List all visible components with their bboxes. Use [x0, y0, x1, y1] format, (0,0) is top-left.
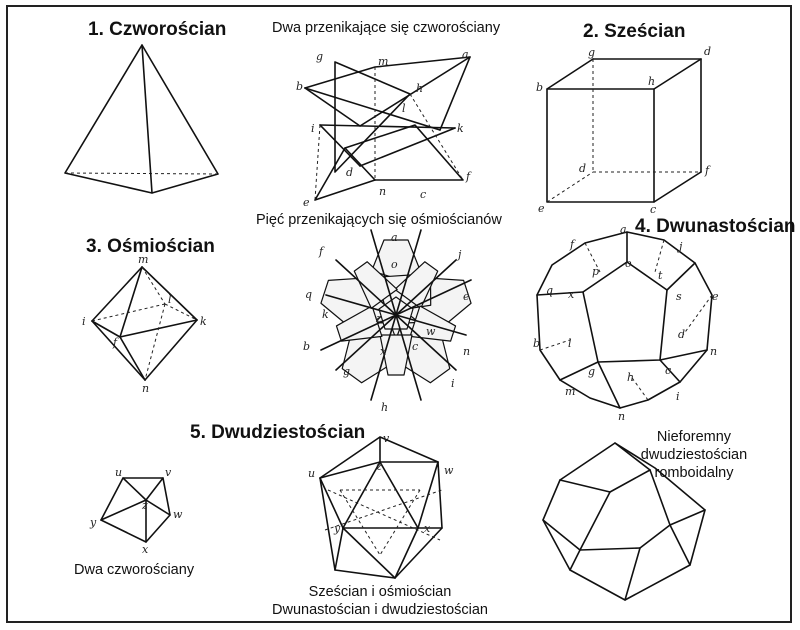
dodeca-vertex-x: x: [568, 288, 575, 301]
cube-vertex-g: g: [588, 46, 595, 59]
dodeca-vertex-j: j: [676, 240, 683, 253]
rhombic-icosahedron-figure: [542, 442, 706, 601]
stella-vertex-f: f: [465, 170, 472, 183]
icosa-vertex-z: z: [375, 460, 382, 473]
compound-vertex-g: g: [343, 365, 350, 378]
dodeca-vertex-d: d: [678, 328, 685, 341]
cube-vertex-c: c: [650, 203, 656, 216]
stella-vertex-k: k: [457, 122, 464, 135]
compound-vertex-z: z: [375, 312, 382, 325]
dodeca-vertex-q: q: [546, 284, 553, 297]
title-tetrahedron: 1. Czworościan: [88, 19, 227, 40]
compound-vertex-h: h: [381, 401, 388, 414]
cube-vertex-h: h: [648, 75, 655, 88]
cube-vertex-d: d: [579, 162, 586, 175]
dodeca-vertex-e: e: [712, 290, 719, 303]
icosa-vertex-x: x: [424, 522, 431, 535]
cube-vertex-d-top: d: [704, 45, 711, 58]
compound-vertex-e: e: [463, 290, 470, 303]
icosa-vertex-u: u: [308, 467, 315, 480]
small-two-tetrahedra-figure: u v z y w x: [89, 466, 183, 556]
octa-vertex-m: m: [138, 253, 148, 266]
compound-vertex-b: b: [303, 340, 310, 353]
cube-vertex-b: b: [536, 81, 543, 94]
stella-vertex-d: d: [346, 166, 353, 179]
dodeca-vertex-o: o: [625, 257, 632, 270]
title-icosahedron: 5. Dwudziestościan: [190, 422, 366, 443]
caption-irregular: Nieforemny: [656, 429, 732, 445]
caption-rhomboidal: romboidalny: [654, 465, 734, 481]
small-tetra-vertex-x: x: [142, 543, 149, 556]
caption-two-tetrahedra: Dwa czworościany: [74, 562, 195, 578]
compound-vertex-q: q: [305, 288, 312, 301]
stella-vertex-g: g: [316, 50, 323, 63]
title-octahedron: 3. Ośmiościan: [86, 236, 215, 257]
stella-vertex-m: m: [378, 55, 388, 68]
octa-vertex-f: f: [112, 336, 119, 349]
small-tetra-vertex-v: v: [165, 466, 172, 479]
cube-figure: g d b h d f e c: [536, 45, 711, 216]
octahedron-figure: m l i k f n: [82, 253, 207, 395]
dodeca-vertex-b: b: [533, 337, 540, 350]
dodeca-vertex-n-right: n: [710, 345, 717, 358]
cube-vertex-f: f: [704, 164, 711, 177]
tetrahedron-figure: [64, 44, 219, 194]
compound-vertex-x: x: [380, 345, 387, 358]
title-dodecahedron: 4. Dwunastościan: [635, 216, 796, 237]
stella-vertex-l: l: [402, 102, 406, 115]
dodeca-vertex-m: m: [565, 385, 575, 398]
caption-icosahedron-word: dwudziestościan: [640, 447, 748, 463]
dodeca-vertex-l: l: [568, 337, 572, 350]
icosa-vertex-w: w: [444, 464, 454, 477]
cube-vertex-e: e: [538, 202, 545, 215]
dodeca-vertex-s: s: [676, 290, 682, 303]
stella-vertex-a: a: [462, 48, 469, 61]
octa-vertex-k: k: [200, 315, 207, 328]
small-tetra-vertex-u: u: [115, 466, 122, 479]
octa-vertex-l: l: [168, 293, 172, 306]
title-two-tetrahedra: Dwa przenikające się czworościany: [272, 20, 501, 36]
two-tetrahedra-figure: g m a b h l i k d e n c f: [296, 48, 472, 209]
icosahedron-figure: v u z w y x: [308, 432, 454, 579]
dodeca-vertex-h: h: [627, 371, 634, 384]
compound-vertex-f: f: [318, 245, 325, 258]
dodeca-vertex-n: n: [618, 410, 625, 423]
dodeca-vertex-c: c: [665, 364, 671, 377]
small-tetra-vertex-w: w: [173, 508, 183, 521]
stella-vertex-e: e: [303, 196, 310, 209]
compound-vertex-c: c: [412, 340, 418, 353]
stella-vertex-h: h: [416, 82, 423, 95]
small-tetra-vertex-z: z: [141, 499, 148, 512]
icosa-vertex-y: y: [333, 522, 341, 535]
octa-vertex-n: n: [142, 382, 149, 395]
stella-vertex-i: i: [311, 122, 315, 135]
dodeca-vertex-i: i: [676, 390, 680, 403]
compound-vertex-k: k: [322, 308, 329, 321]
title-five-octahedra: Pięć przenikających się ośmiościanów: [256, 212, 502, 228]
compound-vertex-o: o: [391, 258, 398, 271]
compound-vertex-w: w: [426, 325, 436, 338]
caption-dodeca-icosa: Dwunastościan i dwudziestościan: [272, 602, 488, 618]
caption-cube-octahedron: Sześcian i ośmiościan: [308, 584, 452, 600]
stella-vertex-n: n: [379, 185, 386, 198]
compound-vertex-i: i: [451, 377, 455, 390]
dodeca-vertex-f: f: [569, 238, 576, 251]
icosa-vertex-v: v: [383, 432, 390, 445]
compound-vertex-a: a: [391, 231, 398, 244]
dodeca-vertex-p: p: [592, 265, 599, 278]
title-cube: 2. Sześcian: [583, 21, 686, 42]
five-octahedra-figure: [320, 229, 472, 401]
compound-vertex-labels: a f o j q e k w b z c x g i h n: [303, 231, 470, 414]
compound-vertex-n: n: [463, 345, 470, 358]
dodeca-vertex-a: a: [620, 223, 627, 236]
compound-vertex-j: j: [455, 248, 462, 261]
small-tetra-vertex-y: y: [89, 516, 97, 529]
dodecahedron-figure: a f j p o t q x s e b l d n g h c m n i: [533, 223, 719, 423]
octa-vertex-i: i: [82, 315, 86, 328]
stella-vertex-b: b: [296, 80, 303, 93]
dodeca-vertex-t: t: [658, 269, 663, 282]
stella-vertex-c: c: [420, 188, 426, 201]
dodeca-vertex-g: g: [588, 365, 595, 378]
